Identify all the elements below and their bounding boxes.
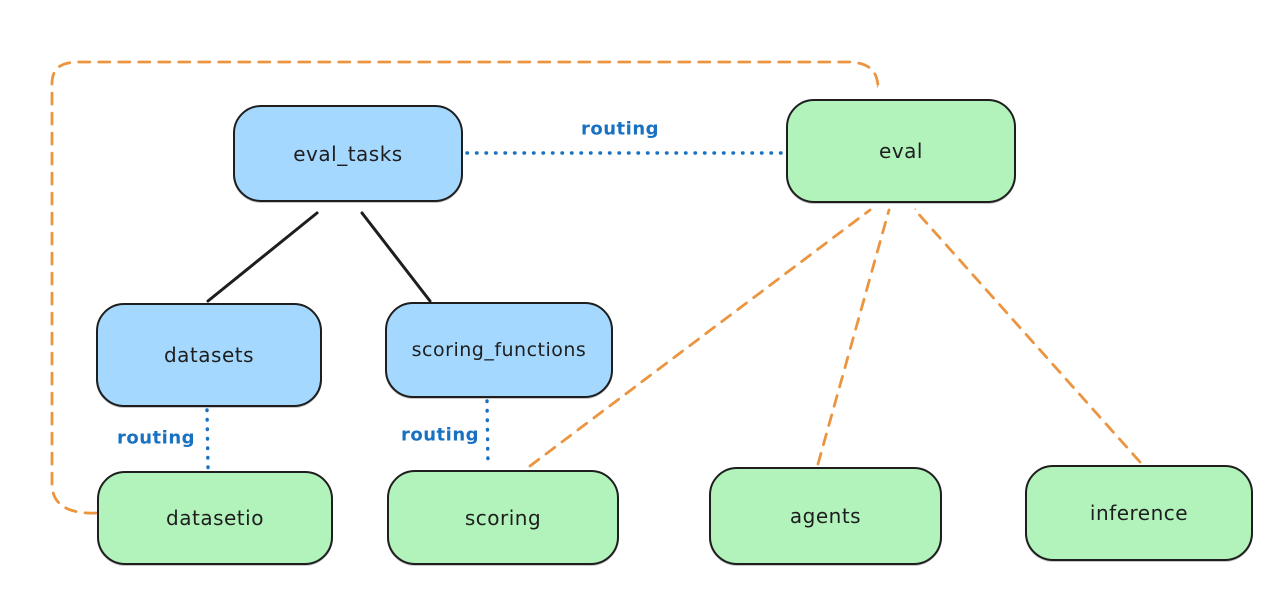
node-scoring-functions: scoring_functions <box>385 302 613 398</box>
edge-scoring-functions-to-eval-tasks <box>360 211 432 303</box>
routing-label-eval-tasks-eval: routing <box>580 118 660 140</box>
edge-agents-to-eval <box>816 208 889 466</box>
edge-scoring-to-eval <box>528 208 872 468</box>
node-eval-label: eval <box>879 139 923 163</box>
edge-datasets-to-datasetio-routing <box>205 408 210 470</box>
node-scoring-functions-label: scoring_functions <box>411 339 587 361</box>
node-scoring: scoring <box>387 470 619 565</box>
node-datasets-label: datasets <box>163 343 255 367</box>
edge-inference-to-eval <box>913 208 1142 464</box>
node-datasets: datasets <box>96 303 322 407</box>
routing-label-scoring-functions-scoring: routing <box>400 424 480 446</box>
node-eval-tasks-label: eval_tasks <box>293 141 403 166</box>
node-scoring-label: scoring <box>464 505 542 530</box>
node-datasetio-label: datasetio <box>166 506 264 530</box>
edge-scoring-functions-to-scoring-routing <box>485 399 490 468</box>
node-inference-label: inference <box>1089 501 1189 525</box>
node-inference: inference <box>1025 465 1253 561</box>
node-agents: agents <box>709 467 942 565</box>
node-datasetio: datasetio <box>97 471 333 565</box>
node-agents-label: agents <box>789 504 862 528</box>
node-eval-tasks: eval_tasks <box>233 105 463 202</box>
routing-label-datasets-datasetio: routing <box>116 427 196 449</box>
edge-datasetio-to-eval <box>50 60 878 515</box>
edge-datasets-to-eval-tasks <box>206 211 319 303</box>
node-eval: eval <box>786 99 1016 203</box>
